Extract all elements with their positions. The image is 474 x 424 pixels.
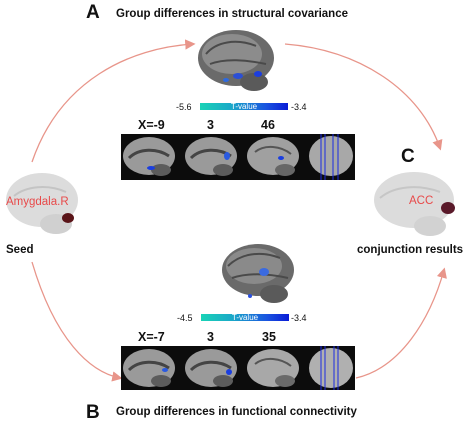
arrow-b-to-c — [355, 267, 447, 379]
panel-c-brain-render — [374, 172, 455, 236]
panel-b-colorbar: T-value — [201, 313, 289, 322]
panel-a-coord-3: 46 — [261, 118, 275, 132]
panel-b-slice-1 — [123, 349, 175, 387]
arrow-seed-to-a — [31, 39, 196, 163]
panel-a-slice-4 — [309, 134, 353, 180]
arrow-a-to-c — [284, 43, 443, 151]
panel-a-cbar-max: -3.4 — [291, 102, 307, 112]
panel-a-slice-1 — [123, 137, 175, 176]
panel-b-letter: B — [86, 402, 100, 423]
panel-a-colorbar: T-value — [200, 102, 288, 111]
panel-b-slice-3 — [247, 349, 299, 387]
panel-b-brain-render — [222, 244, 294, 303]
panel-a-coord-2: 3 — [207, 118, 214, 132]
panel-b-cbar-label: T-value — [231, 313, 259, 322]
seed-brain-render — [6, 173, 78, 234]
panel-c-letter: C — [401, 146, 415, 167]
panel-b-coord-3: 35 — [262, 330, 276, 344]
panel-a-slice-3 — [247, 137, 299, 176]
panel-a-brain-render — [198, 30, 274, 91]
panel-b-title: Group differences in functional connecti… — [116, 406, 357, 418]
seed-caption: Seed — [6, 244, 34, 256]
panel-a-cbar-min: -5.6 — [176, 102, 192, 112]
panel-a-coord-1: X=-9 — [138, 118, 165, 132]
panel-a-slice-2 — [185, 137, 237, 176]
panel-a-cbar-label: T-value — [230, 102, 258, 111]
arrow-seed-to-b — [31, 261, 123, 382]
panel-b-coord-1: X=-7 — [138, 330, 165, 344]
panel-b-cbar-min: -4.5 — [177, 313, 193, 323]
panel-b-cbar-max: -3.4 — [291, 313, 307, 323]
seed-roi-label: Amygdala.R — [6, 196, 69, 208]
panel-b-slice-2 — [185, 349, 237, 387]
panel-a-slices — [121, 134, 355, 180]
panel-c-roi-label: ACC — [409, 195, 434, 207]
panel-c-caption: conjunction results — [357, 244, 464, 256]
panel-b-slice-4 — [309, 346, 353, 390]
panel-b-coord-2: 3 — [207, 330, 214, 344]
panel-b-slices — [121, 346, 355, 390]
panel-a-title: Group differences in structural covarian… — [116, 8, 348, 20]
panel-a-letter: A — [86, 2, 100, 23]
